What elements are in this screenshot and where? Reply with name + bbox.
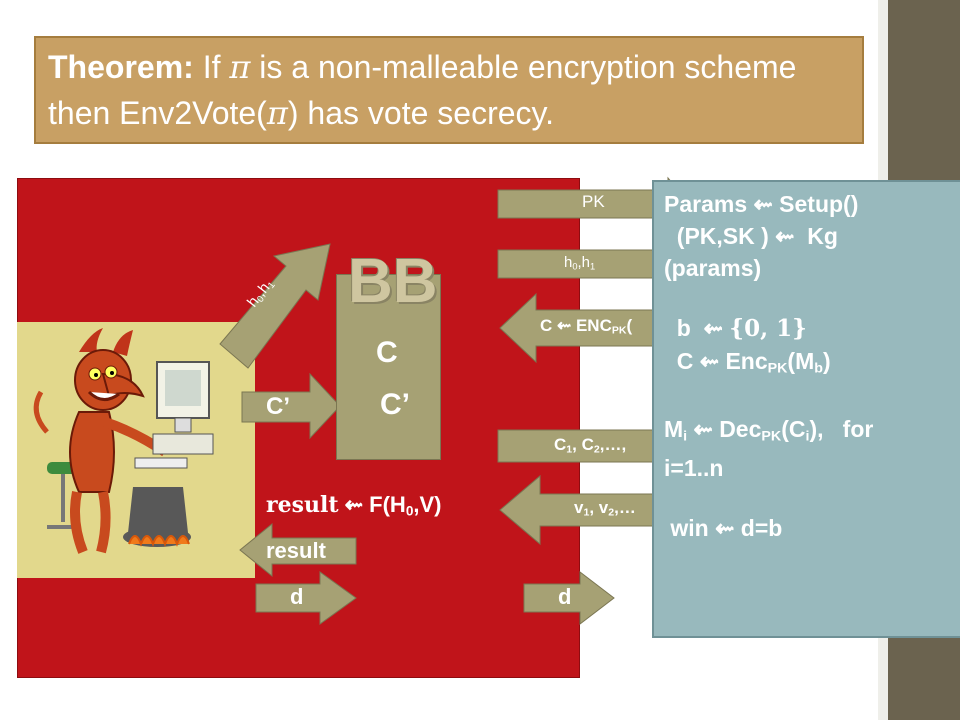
c-enc-arrow xyxy=(499,292,661,364)
h0h1-up-arrow xyxy=(219,243,331,369)
bb-title: BB xyxy=(348,247,438,316)
pi-symbol-2: π xyxy=(266,94,288,132)
theorem-text-a: If xyxy=(193,49,230,85)
d-left-label: d xyxy=(290,584,304,609)
pk-label: PK xyxy=(582,192,605,211)
d-left-arrow xyxy=(255,571,357,625)
c-prime-arrow xyxy=(241,372,341,440)
c-list-label: C1, C2,…, xyxy=(554,435,627,456)
h0h1-right-label: h0,h1 xyxy=(564,254,596,272)
c-prime-in-label: C’ xyxy=(266,393,290,420)
params-line-enc: C ⇜ EncPK(Mb) xyxy=(664,348,831,377)
pi-symbol: π xyxy=(229,48,251,86)
params-line-b: b ⇜ {0, 1} xyxy=(664,315,807,342)
params-line-range: i=1..n xyxy=(664,455,724,482)
theorem-label: Theorem: xyxy=(48,49,194,85)
result-arrow xyxy=(239,522,357,578)
v-list-arrow xyxy=(499,474,661,546)
adversary-illustration xyxy=(17,322,255,578)
params-line-setup: Params ⇜ Setup() xyxy=(664,191,859,217)
theorem-box: Theorem: If π is a non-malleable encrypt… xyxy=(34,36,864,144)
theorem-text-c: ) has vote secrecy. xyxy=(287,95,555,131)
v-list-label: v1, v2,… xyxy=(574,498,636,519)
challenger-params-box: Params ⇜ Setup() (PK,SK ) ⇜ Kg (params) … xyxy=(652,180,960,638)
devil-icon xyxy=(33,328,214,554)
params-line-kg: (PK,SK ) ⇜ Kg xyxy=(664,223,838,249)
c-enc-label: C ⇜ ENCPK( xyxy=(540,316,633,337)
params-line-win: win ⇜ d=b xyxy=(664,515,783,542)
theorem-text-b: is a non-malleable encryption scheme the… xyxy=(48,49,797,131)
params-line-dec: Mi ⇜ DecPK(Ci), for xyxy=(664,415,874,445)
d-right-arrow xyxy=(523,570,615,626)
bb-ciphertext-prime: C’ xyxy=(380,388,410,421)
bulletin-board xyxy=(336,274,441,460)
result-equation: result ⇜ F(H0,V) xyxy=(266,492,442,519)
bb-ciphertext: C xyxy=(376,336,398,369)
result-label: result xyxy=(266,538,326,563)
d-right-label: d xyxy=(558,584,572,609)
params-line-params: (params) xyxy=(664,255,762,281)
